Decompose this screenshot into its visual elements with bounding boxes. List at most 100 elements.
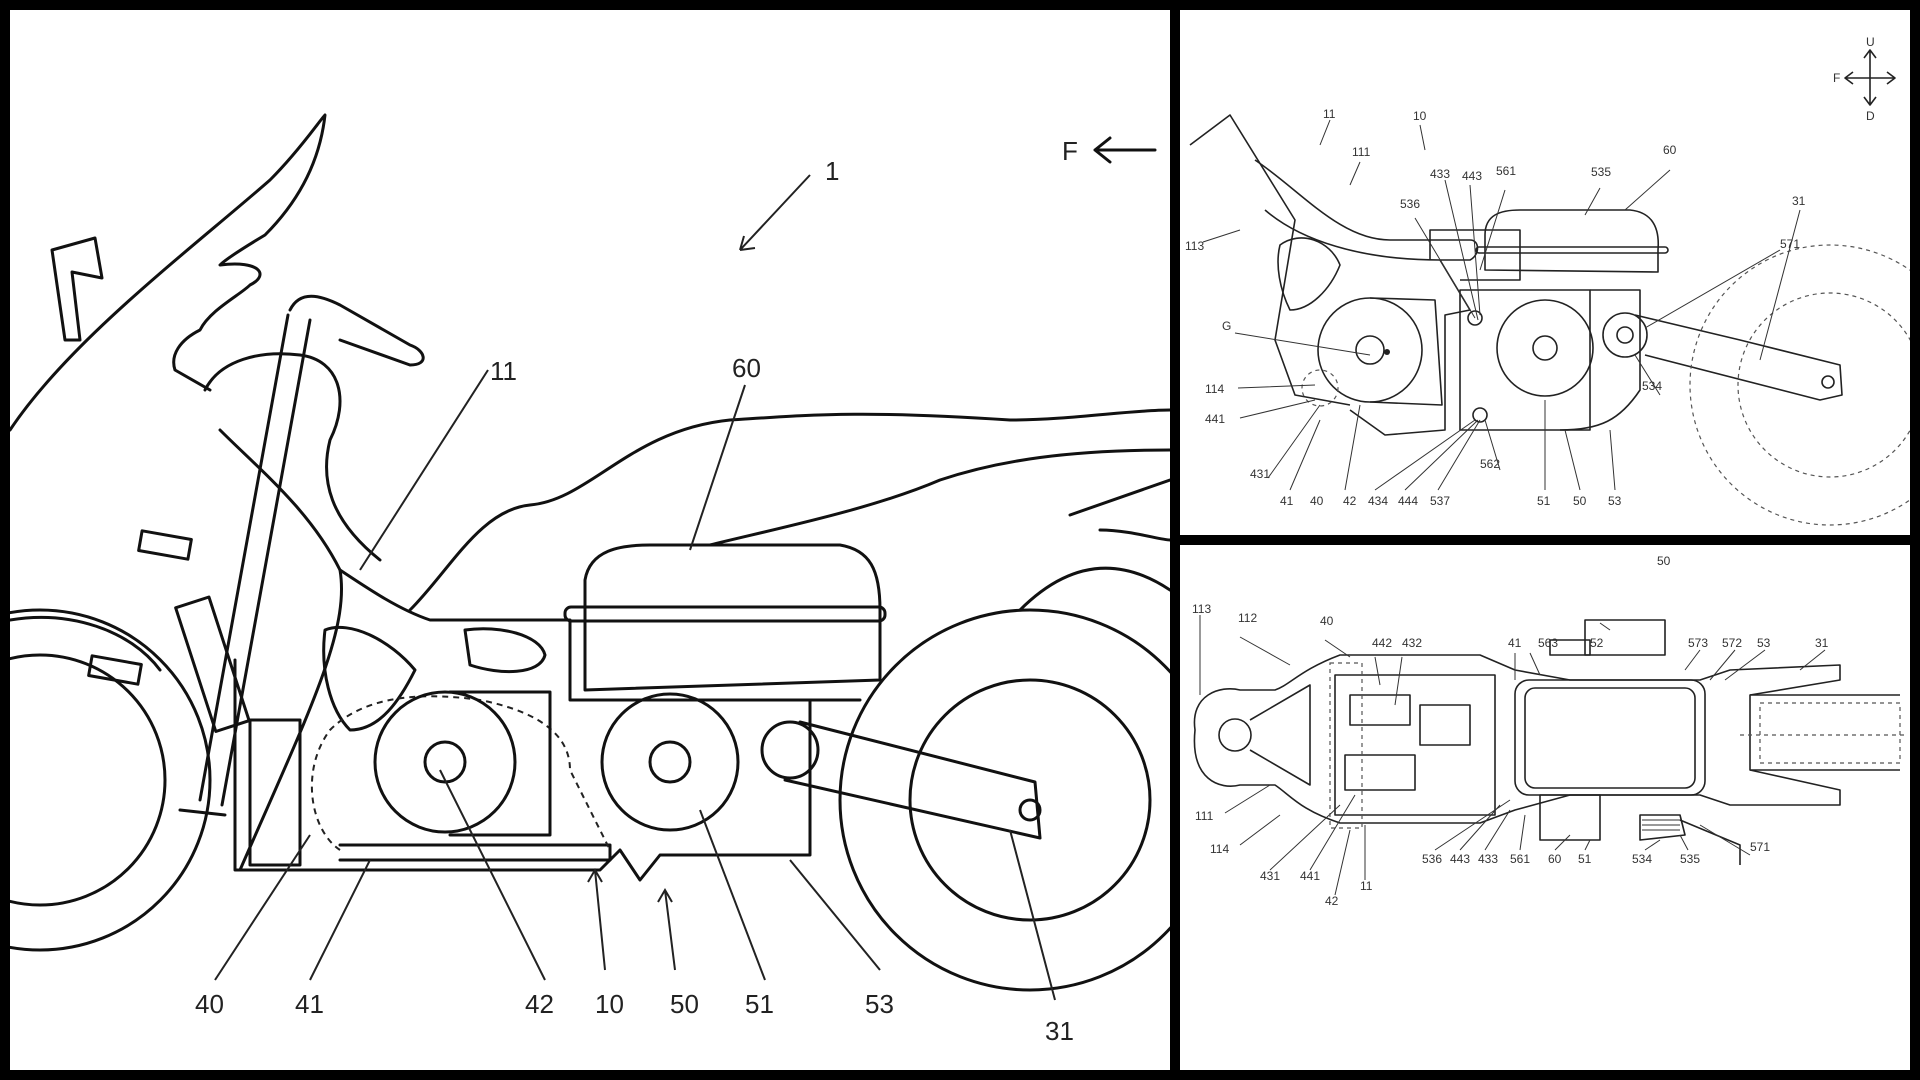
label-561-tr: 561 bbox=[1496, 164, 1516, 178]
label-42-tr: 42 bbox=[1343, 494, 1357, 508]
generator-pulley bbox=[600, 692, 740, 832]
leader-53 bbox=[789, 859, 881, 971]
label-535-br: 535 bbox=[1680, 852, 1700, 866]
battery-rim bbox=[563, 605, 887, 623]
frame-opening-tr bbox=[1277, 237, 1341, 311]
label-534-tr: 534 bbox=[1642, 379, 1662, 393]
leader-42 bbox=[439, 769, 546, 981]
motor-hub-tr bbox=[1355, 335, 1385, 365]
upper-mount-tr bbox=[1467, 310, 1483, 326]
label-572-br: 572 bbox=[1722, 636, 1742, 650]
label-561-br: 561 bbox=[1510, 852, 1530, 866]
leader-1 bbox=[739, 174, 811, 251]
label-53: 53 bbox=[865, 989, 894, 1019]
label-114-tr: 114 bbox=[1205, 382, 1224, 396]
label-112-br: 112 bbox=[1238, 611, 1257, 625]
label-40: 40 bbox=[195, 989, 224, 1019]
label-1: 1 bbox=[825, 156, 839, 186]
label-443-br: 443 bbox=[1450, 852, 1470, 866]
label-10: 10 bbox=[595, 989, 624, 1019]
leader-31 bbox=[1009, 829, 1056, 1001]
center-of-gravity-marker bbox=[1384, 349, 1390, 355]
label-31: 31 bbox=[1045, 1016, 1074, 1046]
front-fender bbox=[10, 616, 162, 672]
label-537-tr: 537 bbox=[1430, 494, 1450, 508]
motor-part-2-br bbox=[1419, 704, 1471, 746]
label-443-tr: 443 bbox=[1462, 169, 1482, 183]
label-111-br: 111 bbox=[1195, 809, 1214, 823]
head-pipe-br bbox=[1218, 718, 1252, 752]
leaders-br bbox=[1199, 615, 1826, 896]
leader-41 bbox=[309, 859, 371, 981]
label-41-tr: 41 bbox=[1280, 494, 1294, 508]
side-panel-vent bbox=[248, 718, 302, 867]
front-side-reflector bbox=[174, 595, 251, 733]
generator-hub-tr bbox=[1532, 335, 1558, 361]
frame-outline-br bbox=[1193, 654, 1841, 824]
label-534-br: 534 bbox=[1632, 852, 1652, 866]
motor-part-3-br bbox=[1344, 754, 1416, 791]
label-60-tr: 60 bbox=[1663, 143, 1677, 157]
frame-opening-2 bbox=[463, 627, 547, 674]
label-40-tr: 40 bbox=[1310, 494, 1324, 508]
battery-rim-tr bbox=[1475, 246, 1669, 254]
leader-51 bbox=[699, 809, 766, 981]
label-50-br: 50 bbox=[1657, 554, 1671, 568]
direction-label: F bbox=[1062, 136, 1078, 166]
battery-case bbox=[583, 543, 882, 692]
motor-case-br bbox=[1334, 674, 1496, 816]
label-40-br: 40 bbox=[1320, 614, 1334, 628]
windscreen bbox=[10, 113, 327, 432]
sprocket-534-br bbox=[1639, 814, 1686, 841]
frame-main-tr bbox=[1254, 159, 1479, 436]
label-441-tr: 441 bbox=[1205, 412, 1225, 426]
leader-50 bbox=[657, 888, 676, 971]
head-gusset-br bbox=[1249, 684, 1311, 786]
label-53-br: 53 bbox=[1757, 636, 1771, 650]
direction-arrow-icon bbox=[1093, 136, 1157, 164]
label-571-tr: 571 bbox=[1780, 237, 1800, 251]
label-41-br: 41 bbox=[1508, 636, 1522, 650]
label-52-br: 52 bbox=[1590, 636, 1604, 650]
label-433-tr: 433 bbox=[1430, 167, 1450, 181]
side-detail-drawing: U F D 11 10 111 433 443 561 535 60 536 3… bbox=[1185, 35, 1910, 526]
label-573-br: 573 bbox=[1688, 636, 1708, 650]
label-31-br: 31 bbox=[1815, 636, 1829, 650]
label-41: 41 bbox=[295, 989, 324, 1019]
label-433-br: 433 bbox=[1478, 852, 1498, 866]
rear-axle bbox=[1018, 798, 1042, 822]
tail-light bbox=[1068, 478, 1170, 542]
label-31-tr: 31 bbox=[1792, 194, 1806, 208]
head-tube bbox=[1189, 114, 1351, 406]
label-434-tr: 434 bbox=[1368, 494, 1388, 508]
label-50: 50 bbox=[670, 989, 699, 1019]
frame-opening-1 bbox=[322, 625, 417, 732]
label-11: 11 bbox=[490, 356, 517, 386]
generator-housing-tr bbox=[1459, 289, 1591, 431]
handlebar bbox=[288, 294, 425, 367]
side-view-drawing: F 1 11 60 40 41 42 10 50 51 53 31 bbox=[10, 113, 1170, 1046]
label-444-tr: 444 bbox=[1398, 494, 1418, 508]
motor-hub bbox=[423, 740, 467, 784]
label-60-br: 60 bbox=[1548, 852, 1562, 866]
motor-pulley bbox=[373, 690, 517, 834]
swingarm bbox=[783, 720, 1042, 840]
motor-dashed-br bbox=[1329, 662, 1363, 829]
leader-40 bbox=[214, 834, 311, 981]
rear-wheel-inner-tr bbox=[1737, 292, 1910, 478]
label-431-br: 431 bbox=[1260, 869, 1280, 883]
fork-clamp-upper bbox=[137, 529, 193, 561]
label-51: 51 bbox=[745, 989, 774, 1019]
label-G-tr: G bbox=[1222, 319, 1231, 333]
axle-tr bbox=[1821, 375, 1835, 389]
frame-top-view-panel: 50 112 40 442 432 41 563 52 573 572 53 3… bbox=[1180, 545, 1910, 1070]
chain-571-br bbox=[1679, 819, 1741, 865]
motor-housing-tr bbox=[1369, 297, 1443, 406]
label-42-br: 42 bbox=[1325, 894, 1339, 908]
swingarm-pivot-tr bbox=[1602, 312, 1648, 358]
label-442-br: 442 bbox=[1372, 636, 1392, 650]
compass-icon bbox=[1844, 49, 1896, 106]
label-114-br: 114 bbox=[1210, 842, 1229, 856]
label-535-tr: 535 bbox=[1591, 165, 1611, 179]
battery-br bbox=[1514, 679, 1706, 796]
